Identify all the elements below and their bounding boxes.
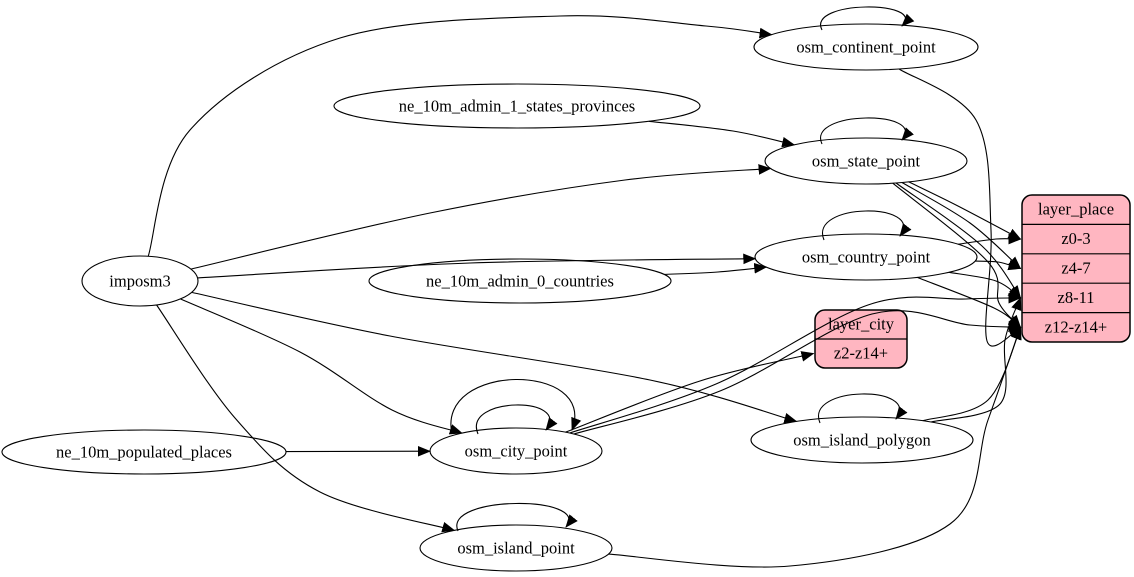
ne_10m_populated_places-label: ne_10m_populated_places xyxy=(56,443,232,462)
osm_state_point-label: osm_state_point xyxy=(812,152,921,171)
ne_10m_populated_places-shape xyxy=(1,429,287,475)
imposm3-label: imposm3 xyxy=(109,272,170,291)
ne_10m_admin_1_states_provinces-label: ne_10m_admin_1_states_provinces xyxy=(399,97,635,116)
edge-osm_island_polygon-to-osm_island_polygon xyxy=(817,393,908,424)
layer_place-row-z0-3: z0-3 xyxy=(1061,229,1090,248)
edge-osm_island_polygon-to-layer_place-z8-11 xyxy=(930,297,1022,423)
ne_10m_admin_1_states_provinces-shape xyxy=(333,83,701,129)
edge-osm_city_point-to-layer_place-z8-11 xyxy=(569,292,1022,434)
edge-imposm3-to-osm_island_polygon xyxy=(191,291,798,424)
edge-osm_country_point-to-layer_place-z12-z14+ xyxy=(916,276,1022,328)
edge-osm_state_point-to-layer_place-z4-7 xyxy=(901,182,1022,270)
node-layer_city: layer_city z2-z14+ xyxy=(814,309,908,369)
layer_place-row-layer_place: layer_place xyxy=(1038,200,1114,219)
edge-ne_10m_admin_0_countries-to-osm_country_point xyxy=(664,262,768,275)
node-ne_10m_admin_1_states_provinces: ne_10m_admin_1_states_provinces xyxy=(333,83,701,129)
edge-ne_10m_admin_1_states_provinces-to-osm_state_point xyxy=(648,120,796,148)
imposm3-shape xyxy=(81,255,199,307)
node-osm_state_point: osm_state_point xyxy=(764,137,968,185)
node-osm_country_point: osm_country_point xyxy=(754,233,978,281)
osm_country_point-label: osm_country_point xyxy=(802,248,931,267)
osm_island_polygon-label: osm_island_polygon xyxy=(793,431,931,450)
edge-osm_state_point-to-layer_place-z8-11 xyxy=(895,182,1022,299)
edge-osm_state_point-to-layer_place-z0-3 xyxy=(908,181,1022,240)
node-ne_10m_populated_places: ne_10m_populated_places xyxy=(1,429,287,475)
ne_10m_admin_0_countries-label: ne_10m_admin_0_countries xyxy=(426,272,614,291)
edge-osm_city_point-to-osm_city_point xyxy=(450,378,582,435)
node-osm_island_point: osm_island_point xyxy=(419,524,613,572)
edge-osm_island_point-to-layer_place-z12-z14+ xyxy=(608,326,1022,568)
osm_continent_point-label: osm_continent_point xyxy=(796,38,936,57)
edge-osm_state_point-to-layer_place-z12-z14+ xyxy=(892,182,1022,329)
edge-imposm3-to-osm_island_point xyxy=(156,304,456,533)
edge-osm_country_point-to-layer_place-z4-7 xyxy=(975,259,1022,271)
osm_island_point-label: osm_island_point xyxy=(457,539,575,558)
osm_continent_point-shape xyxy=(753,23,979,71)
node-osm_continent_point: osm_continent_point xyxy=(753,23,979,71)
layer_city-row-layer_city: layer_city xyxy=(828,315,895,334)
osm_island_point-shape xyxy=(419,524,613,572)
node-osm_city_point: osm_city_point xyxy=(429,427,603,475)
layer_place-shape xyxy=(1021,194,1131,343)
edge-osm_city_point-to-osm_city_point xyxy=(475,404,558,435)
edge-osm_country_point-to-layer_place-z0-3 xyxy=(958,233,1022,245)
node-ne_10m_admin_0_countries: ne_10m_admin_0_countries xyxy=(368,258,672,304)
edge-osm_state_point-to-osm_state_point xyxy=(820,117,914,145)
edge-osm_continent_point-to-layer_place-z12-z14+ xyxy=(898,68,1022,347)
layer_city-row-z2-z14+: z2-z14+ xyxy=(834,344,888,363)
edge-osm_city_point-to-layer_city-z2-z14+ xyxy=(565,351,815,433)
edge-imposm3-to-osm_continent_point xyxy=(147,15,773,257)
node-layer_place: layer_place z0-3 z4-7 z8-11 z12-z14+ xyxy=(1021,194,1131,343)
osm_island_polygon-shape xyxy=(750,416,974,464)
layer_place-row-z4-7: z4-7 xyxy=(1061,259,1090,278)
edge-imposm3-to-osm_city_point xyxy=(180,298,463,435)
edge-imposm3-to-osm_country_point xyxy=(197,253,757,279)
edge-osm_country_point-to-osm_country_point xyxy=(821,210,912,241)
edge-imposm3-to-osm_state_point xyxy=(190,164,772,270)
osm_city_point-label: osm_city_point xyxy=(465,442,568,461)
edge-osm_island_point-to-osm_island_point xyxy=(456,502,578,532)
layer_place-row-z12-z14+: z12-z14+ xyxy=(1045,317,1107,336)
node-imposm3: imposm3 xyxy=(81,255,199,307)
edge-osm_continent_point-to-osm_continent_point xyxy=(820,6,915,31)
node-osm_island_polygon: osm_island_polygon xyxy=(750,416,974,464)
ne_10m_admin_0_countries-shape xyxy=(368,258,672,304)
layer_place-row-z8-11: z8-11 xyxy=(1058,288,1095,307)
edge-osm_city_point-to-layer_place-z12-z14+ xyxy=(573,310,1022,435)
osm_state_point-shape xyxy=(764,137,968,185)
